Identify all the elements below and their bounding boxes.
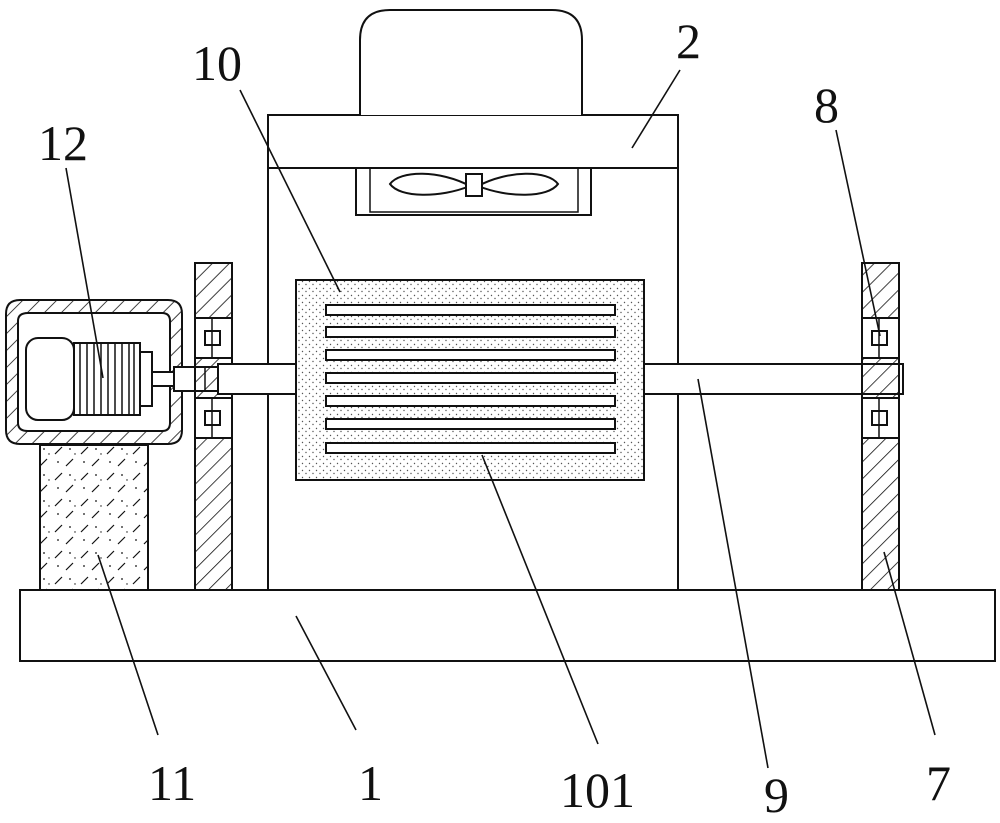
base-plate <box>19 589 996 662</box>
left-support-post <box>194 262 233 591</box>
right-support-post <box>861 262 900 591</box>
drum-grooves <box>325 304 616 454</box>
label-motor-stand: 11 <box>148 755 196 811</box>
motor-stand <box>39 444 149 591</box>
fan-icon <box>355 167 592 216</box>
label-right-support: 7 <box>926 755 951 811</box>
label-base: 1 <box>358 755 383 811</box>
label-housing: 2 <box>676 13 701 69</box>
label-drum: 10 <box>192 35 242 91</box>
motor <box>25 337 183 421</box>
leader-lines <box>65 69 936 769</box>
label-bearing: 8 <box>814 77 839 133</box>
label-groove: 101 <box>560 762 635 818</box>
label-motor: 12 <box>38 115 88 171</box>
label-shaft: 9 <box>764 767 789 823</box>
drum <box>295 279 645 481</box>
